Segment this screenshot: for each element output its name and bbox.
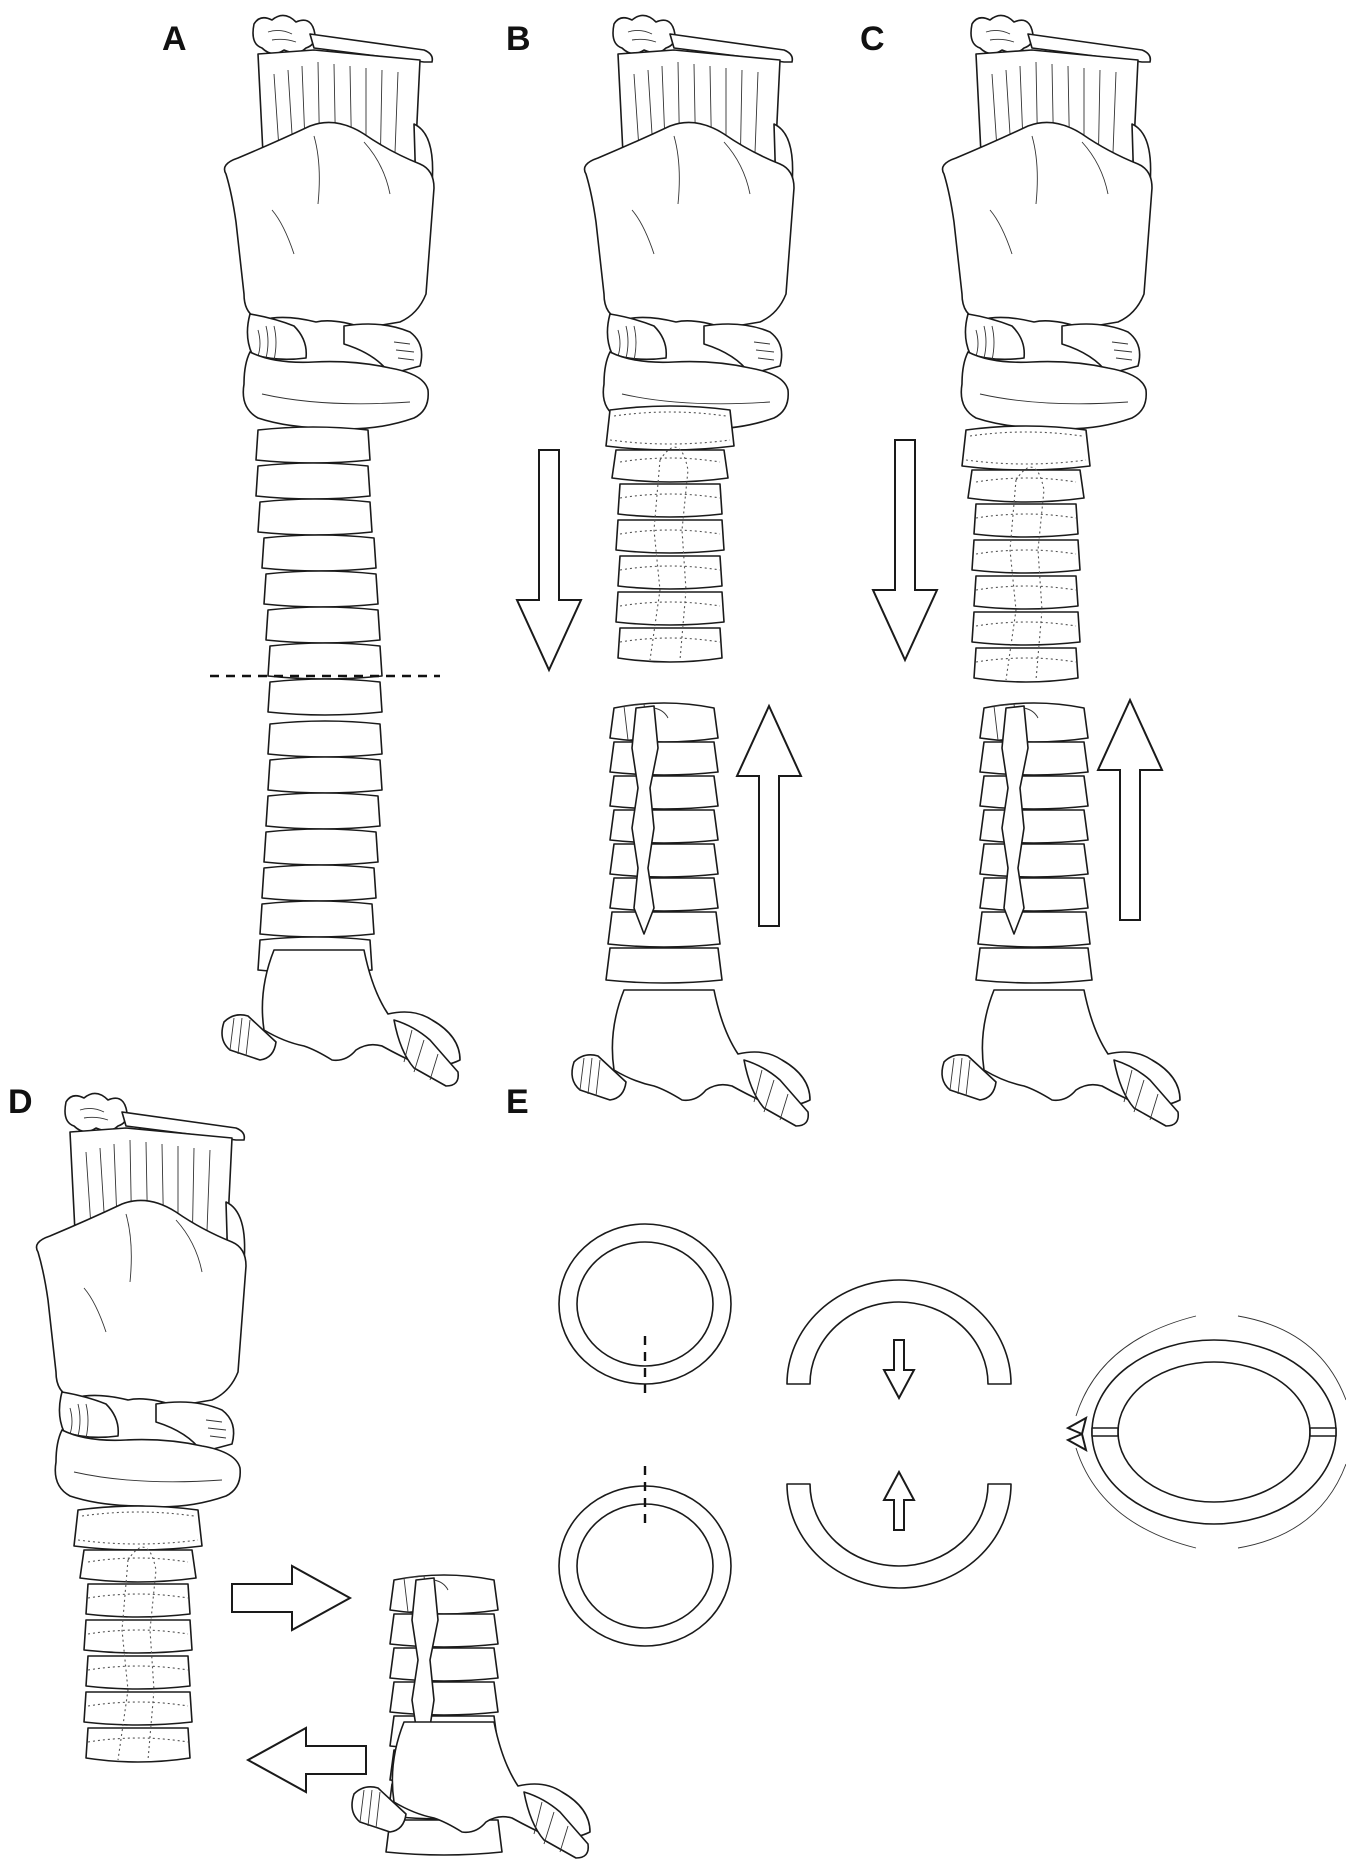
arrow-down-c (873, 440, 937, 660)
panel-a-trachea (210, 15, 460, 1086)
panel-e-ring-diagram (559, 1224, 1346, 1646)
arrow-up-c (1098, 700, 1162, 920)
arrow-up-b (737, 706, 801, 926)
panel-b-trachea (517, 15, 810, 1126)
arrow-left-d (248, 1728, 366, 1792)
panel-d-trachea (37, 1093, 591, 1858)
arrow-down-b (517, 450, 581, 670)
panel-c-trachea (873, 15, 1180, 1126)
arrow-right-d (232, 1566, 350, 1630)
